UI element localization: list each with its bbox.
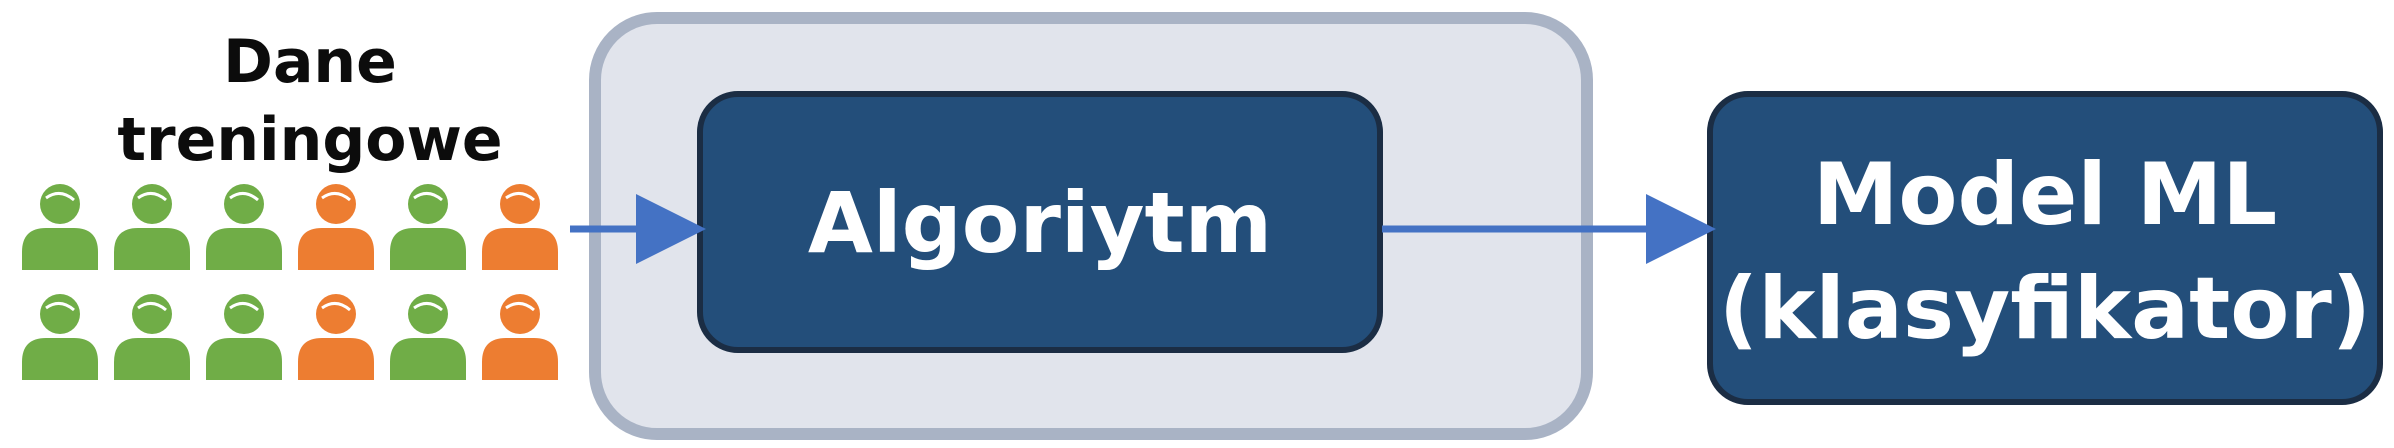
training-data-title-line1: Dane xyxy=(223,27,397,97)
person-icon xyxy=(482,294,558,380)
person-icon xyxy=(22,184,98,270)
person-icon xyxy=(206,294,282,380)
model-label-line1: Model ML xyxy=(1812,145,2278,245)
person-icon xyxy=(298,294,374,380)
person-icon xyxy=(206,184,282,270)
person-icon xyxy=(298,184,374,270)
person-icon xyxy=(22,294,98,380)
algorithm-label: Algoriytm xyxy=(807,174,1273,272)
person-icon xyxy=(390,294,466,380)
model-label-line2: (klasyfikator) xyxy=(1718,259,2372,359)
training-data-title-line2: treningowe xyxy=(117,105,503,175)
person-icon xyxy=(114,294,190,380)
training-data-people xyxy=(22,184,558,380)
person-icon xyxy=(390,184,466,270)
person-icon xyxy=(114,184,190,270)
person-icon xyxy=(482,184,558,270)
